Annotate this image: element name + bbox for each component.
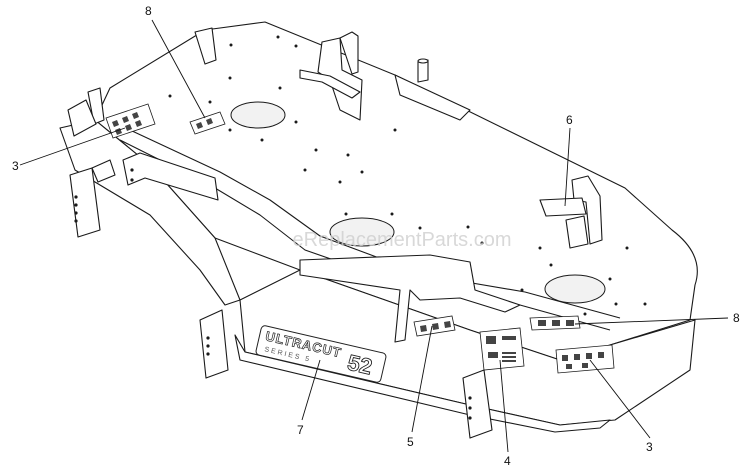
leader-7 [301,359,321,421]
callout-3-right: 3 [646,440,653,454]
leader-3-left [19,127,126,166]
spindle-hole-right [544,274,606,304]
callout-8-top: 8 [145,4,152,18]
leader-3-right [589,359,651,439]
bracket-right-plate [539,197,587,217]
badge-size-text: 52 [345,350,374,380]
callout-6: 6 [566,113,573,127]
rear-post-cap [417,58,429,64]
callout-7: 7 [297,423,304,437]
decal-operator-info [479,327,525,371]
leader-5 [411,325,433,433]
decal-warning-right [555,344,615,374]
spindle-hole-center [329,217,395,247]
bracket-front-left [199,309,229,379]
deck-channel-inner [129,129,621,319]
decal-warning-left [105,103,156,139]
callout-5: 5 [407,435,414,449]
callout-8-right: 8 [733,311,740,325]
decal-belt-top [189,111,226,135]
baffle-bracket-front [299,254,521,343]
decal-belt-right [529,315,581,331]
bracket-right-lower [565,215,589,249]
bracket-center-tab [339,31,359,75]
bracket-top-left [194,27,217,65]
callout-4: 4 [504,454,511,468]
watermark: eReplacementParts.com [293,229,512,251]
front-bumper-rail [234,334,611,433]
decal-front-warning [413,315,456,337]
bracket-left-tube [91,159,116,183]
baffle-bracket-left [122,152,219,201]
bracket-left-arm [67,99,97,137]
bracket-center-slide [299,69,361,99]
leader-4 [499,359,509,453]
bracket-left-lower-holes [74,195,78,223]
leader-8-top [151,19,206,119]
rear-rail [394,74,471,121]
mounting-holes [141,35,647,316]
leader-8-right [574,317,729,325]
bracket-left-lower [69,167,101,238]
spindle-hole-left [230,101,286,129]
leader-6 [564,127,571,207]
bracket-front-right [462,369,493,439]
callout-3-left: 3 [12,159,19,173]
